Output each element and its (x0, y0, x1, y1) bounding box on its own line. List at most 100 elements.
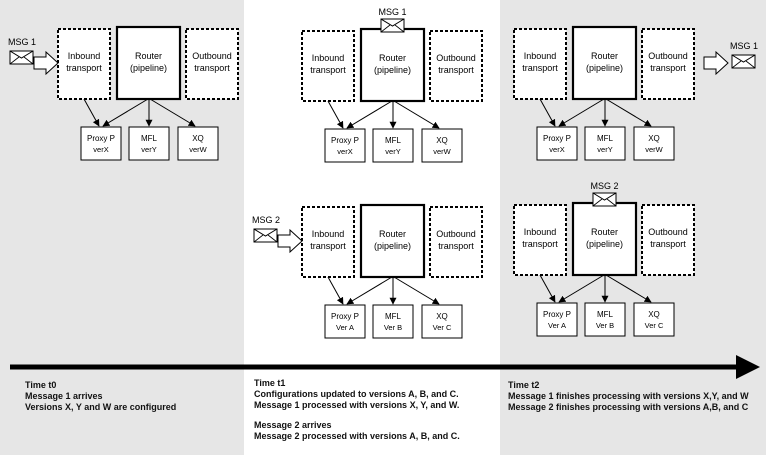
inbound-transport-box (301, 30, 355, 102)
outbound-transport-label: Outbound (436, 229, 476, 239)
xq-version-label: verW (645, 145, 663, 154)
xq-label: XQ (436, 136, 448, 145)
mfl-resource-box: MFL verY (584, 126, 626, 161)
outbound-transport-label-2: transport (650, 239, 686, 249)
router-to-proxy-arrow (346, 276, 393, 305)
msg1-incoming: MSG 1 (8, 37, 59, 76)
mfl-label: MFL (385, 312, 402, 321)
proxy-resource-box: Proxy P verX (536, 126, 578, 161)
outbound-transport-label-2: transport (438, 241, 474, 251)
proxy-label: Proxy P (87, 134, 115, 143)
outbound-transport-box (641, 28, 695, 100)
inbound-to-proxy-arrow (539, 274, 556, 303)
msg1-incoming-inbound-arrow-icon (33, 50, 59, 76)
mfl-version-label: Ver B (596, 321, 614, 330)
router-pipeline-box (359, 203, 426, 279)
proxy-version-label: verX (549, 145, 564, 154)
inbound-transport-label: Inbound (312, 53, 345, 63)
inbound-to-proxy-arrow (327, 276, 344, 305)
inbound-transport-label: Inbound (524, 51, 557, 61)
caption-t0-title: Time t0 (25, 380, 57, 390)
xq-label: XQ (192, 134, 204, 143)
mfl-version-label: verY (597, 145, 612, 154)
proxy-version-label: verX (93, 145, 108, 154)
router-label: Router (379, 53, 406, 63)
outbound-transport-box (429, 206, 483, 278)
proxy-label: Proxy P (543, 134, 571, 143)
xq-version-label: Ver C (433, 323, 452, 332)
caption-t2-line2: Message 2 finishes processing with versi… (508, 402, 749, 412)
mfl-version-label: Ver B (384, 323, 402, 332)
proxy-label: Proxy P (331, 312, 359, 321)
caption-t2-title: Time t2 (508, 380, 540, 390)
outbound-transport-label: Outbound (648, 51, 688, 61)
router-to-xq-arrow (393, 100, 440, 129)
msg2-in-router-label: MSG 2 (590, 181, 618, 191)
group-t1-msg2: InboundtransportRouter(pipeline)Outbound… (252, 203, 483, 339)
mfl-label: MFL (385, 136, 402, 145)
router-to-xq-arrow (605, 274, 652, 303)
inbound-to-proxy-arrow (327, 100, 344, 129)
xq-resource-box: XQ verW (177, 126, 219, 161)
inbound-transport-label-2: transport (66, 63, 102, 73)
xq-label: XQ (436, 312, 448, 321)
group-t2-msg2: InboundtransportRouter(pipeline)Outbound… (513, 181, 695, 337)
msg2-incoming-inbound-arrow-icon (277, 228, 303, 254)
msg1-outgoing: MSG 1 (703, 41, 758, 76)
outbound-transport-label-2: transport (438, 65, 474, 75)
inbound-to-proxy-arrow (83, 98, 100, 127)
caption-t2: Time t2 Message 1 finishes processing wi… (508, 380, 749, 413)
router-to-proxy-arrow (558, 274, 605, 303)
caption-t0-line2: Versions X, Y and W are configured (25, 402, 177, 412)
router-to-xq-arrow (393, 276, 440, 305)
router-to-proxy-arrow (346, 100, 393, 129)
msg1-incoming-label: MSG 1 (8, 37, 36, 47)
inbound-transport-label: Inbound (68, 51, 101, 61)
proxy-version-label: verX (337, 147, 352, 156)
outbound-transport-label-2: transport (650, 63, 686, 73)
mfl-resource-box: MFL verY (372, 128, 414, 163)
caption-t2-line1: Message 1 finishes processing with versi… (508, 391, 749, 401)
router-pipeline-label: (pipeline) (586, 63, 623, 73)
outbound-transport-label-2: transport (194, 63, 230, 73)
caption-t1-line4: Message 2 processed with versions A, B, … (254, 431, 460, 441)
inbound-transport-label-2: transport (310, 65, 346, 75)
router-label: Router (135, 51, 162, 61)
outbound-transport-box (429, 30, 483, 102)
router-pipeline-label: (pipeline) (374, 65, 411, 75)
msg2-incoming-label: MSG 2 (252, 215, 280, 225)
xq-version-label: verW (189, 145, 207, 154)
group-t0-msg1: InboundtransportRouter(pipeline)Outbound… (8, 25, 239, 161)
xq-label: XQ (648, 310, 660, 319)
router-pipeline-box (115, 25, 182, 101)
proxy-resource-box: Proxy P verX (80, 126, 122, 161)
outbound-transport-box (185, 28, 239, 100)
router-label: Router (591, 51, 618, 61)
mfl-version-label: verY (385, 147, 400, 156)
msg1-in-router-envelope-icon (380, 18, 405, 33)
mfl-version-label: verY (141, 145, 156, 154)
msg1-outgoing-label: MSG 1 (730, 41, 758, 51)
outbound-transport-label: Outbound (436, 53, 476, 63)
mfl-label: MFL (597, 134, 614, 143)
xq-resource-box: XQ Ver C (421, 304, 463, 339)
msg1-outgoing-envelope-icon (731, 54, 756, 69)
router-label: Router (379, 229, 406, 239)
router-pipeline-label: (pipeline) (586, 239, 623, 249)
caption-t1-line3: Message 2 arrives (254, 420, 332, 430)
msg2-incoming: MSG 2 (252, 215, 303, 254)
proxy-version-label: Ver A (548, 321, 566, 330)
inbound-transport-label-2: transport (522, 239, 558, 249)
router-to-proxy-arrow (558, 98, 605, 127)
router-pipeline-label: (pipeline) (374, 241, 411, 251)
caption-t1-line1: Configurations updated to versions A, B,… (254, 389, 459, 399)
inbound-transport-label-2: transport (310, 241, 346, 251)
proxy-label: Proxy P (331, 136, 359, 145)
